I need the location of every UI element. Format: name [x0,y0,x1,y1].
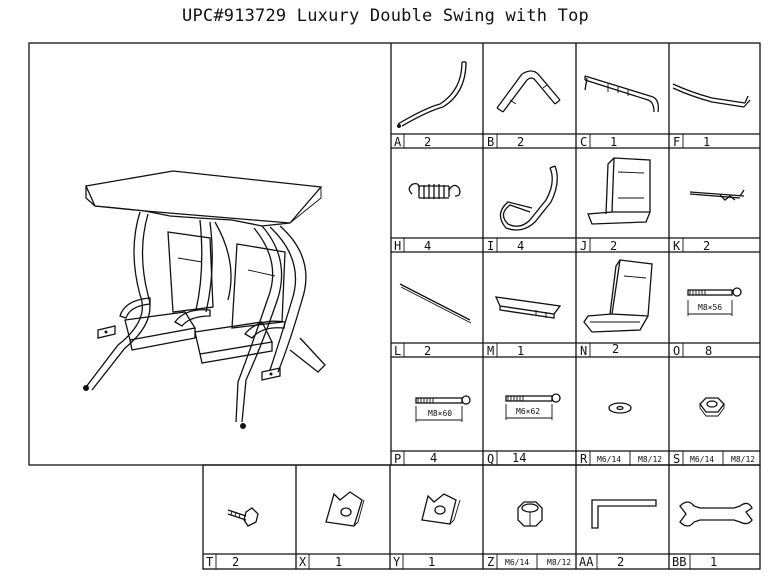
part-qty-Y: 1 [428,555,435,569]
part-letter-T: T [206,555,213,569]
part-M-illustration [494,296,562,319]
sheet-title: UPC#913729 Luxury Double Swing with Top [182,6,589,26]
part-H-illustration [408,182,461,199]
part-qty-Q: 14 [512,451,526,465]
part-letter-R: R [580,452,588,466]
part-J-illustration [587,157,651,225]
part-qty-J: 2 [610,239,617,253]
part-N-illustration [583,259,653,333]
part-letter-A: A [394,135,402,149]
part-qty-F: 1 [703,135,710,149]
part-letter-I: I [487,239,494,253]
part-qty-K: 2 [703,239,710,253]
part-qty-R-m6: M6/14 [597,455,621,464]
part-L-illustration [399,283,472,324]
part-S-illustration [699,397,725,417]
part-X-illustration [325,491,365,527]
swing-assembly-illustration [83,170,326,429]
part-qty-S-m8: M8/12 [731,455,755,464]
bolt-size-P: M8×60 [428,409,452,418]
part-F-illustration [672,83,751,108]
part-K-illustration [689,189,745,201]
grid [28,42,761,570]
part-qty-P: 4 [430,451,437,465]
part-letter-Y: Y [393,555,401,569]
part-qty-BB: 1 [710,555,717,569]
part-letter-AA: AA [579,555,594,569]
part-qty-A: 2 [424,135,431,149]
part-I-illustration [499,165,558,231]
part-qty-O: 8 [705,344,712,358]
part-qty-S-m6: M6/14 [690,455,714,464]
part-letter-H: H [394,239,401,253]
part-C-illustration [584,75,659,113]
part-P-illustration: M8×60 [415,395,471,422]
part-letter-F: F [673,135,680,149]
part-A-illustration [397,61,467,128]
part-letter-S: S [673,452,680,466]
part-letter-Z: Z [487,555,494,569]
part-qty-M: 1 [517,344,524,358]
part-letter-C: C [580,135,587,149]
part-letter-X: X [299,555,307,569]
part-AA-illustration [591,499,657,529]
part-B-illustration [496,70,561,113]
part-letter-Q: Q [487,452,494,466]
part-O-illustration: M8×56 [687,287,742,316]
part-Z-illustration [517,501,543,527]
part-Q-illustration: M6×62 [505,393,561,420]
part-Y-illustration [421,493,461,525]
part-letter-L: L [394,344,401,358]
part-qty-B: 2 [517,135,524,149]
bolt-size-Q: M6×62 [516,407,540,416]
part-qty-AA: 2 [617,555,624,569]
part-BB-illustration [679,501,753,527]
part-letter-M: M [487,344,494,358]
part-letter-N: N [580,344,587,358]
part-qty-Z-m8: M8/12 [547,558,571,567]
part-letter-BB: BB [672,555,686,569]
part-qty-T: 2 [232,555,239,569]
part-letter-J: J [580,239,587,253]
part-qty-H: 4 [424,239,431,253]
part-qty-Z-m6: M6/14 [505,558,529,567]
bolt-size-O: M8×56 [698,303,722,312]
part-qty-C: 1 [610,135,617,149]
part-labels: A 2 B 2 C 1 F 1 H 4 I 4 J 2 K 2 L 2 M 1 … [206,135,755,569]
part-letter-O: O [673,344,680,358]
part-T-illustration [227,507,259,527]
part-qty-L: 2 [424,344,431,358]
part-qty-N: 2 [612,342,619,356]
part-R-illustration [608,402,632,414]
part-qty-R-m8: M8/12 [638,455,662,464]
part-qty-I: 4 [517,239,524,253]
part-qty-X: 1 [335,555,342,569]
part-letter-P: P [394,452,401,466]
part-letter-B: B [487,135,494,149]
part-letter-K: K [673,239,681,253]
